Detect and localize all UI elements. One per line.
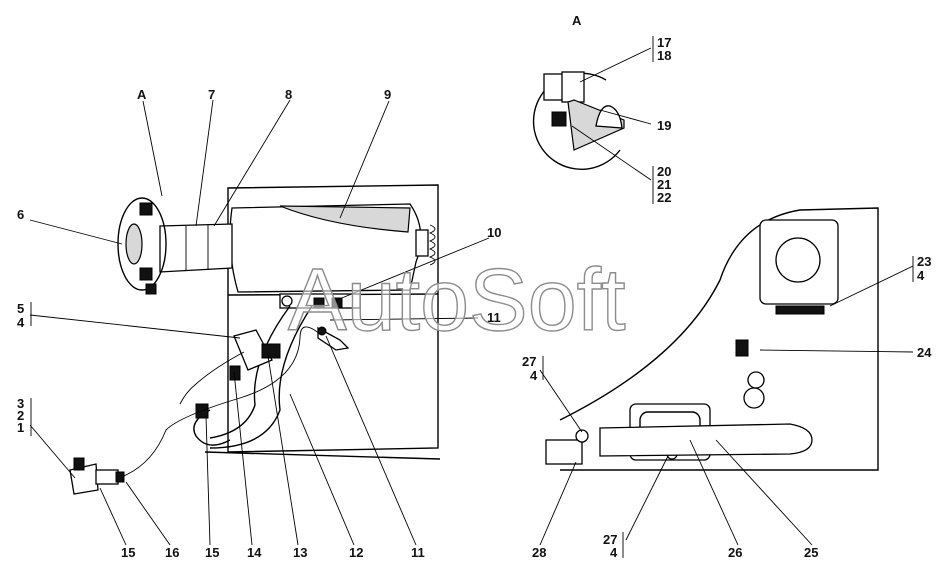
leader-28 [539, 461, 577, 546]
callout-23: 23 [917, 254, 931, 269]
callout-14: 14 [247, 545, 262, 560]
view-label-a-main: А [137, 87, 147, 102]
callout-15-right: 15 [205, 545, 219, 560]
flange-bolt-bottom [139, 267, 153, 281]
callout-27-lower: 27 [603, 532, 617, 547]
callout-9: 9 [384, 87, 391, 102]
view-label-a-detail: А [572, 13, 582, 28]
leader-19 [599, 109, 652, 125]
callout-4-right: 4 [917, 268, 925, 283]
outlet-pipe [599, 423, 813, 457]
pipe-end-clamp [545, 439, 583, 465]
housing-outline [227, 184, 439, 453]
leader-25 [715, 439, 813, 546]
callout-16: 16 [165, 545, 179, 560]
callout-2: 2 [17, 408, 24, 423]
leader-24 [759, 349, 914, 353]
leader-17-18 [579, 47, 652, 83]
callout-26: 26 [728, 545, 742, 560]
housing-base-line [204, 451, 441, 460]
callout-19: 19 [657, 118, 671, 133]
air-cleaner-cap [415, 229, 429, 257]
air-cleaner-shade [279, 205, 411, 233]
indicator-bracket [735, 339, 749, 357]
switch-wire [179, 351, 245, 405]
callout-11-lower: 11 [411, 545, 425, 560]
callout-5: 5 [17, 301, 24, 316]
callout-27-upper: 27 [522, 354, 536, 369]
leader-26 [689, 439, 739, 546]
sensor-nut [317, 326, 327, 336]
callout-25: 25 [804, 545, 818, 560]
callout-4-lower-pair: 4 [610, 545, 618, 560]
leader-27b [625, 455, 669, 541]
callout-6: 6 [17, 207, 24, 222]
harness-sleeve [95, 469, 119, 485]
sensor-harness [111, 326, 321, 481]
detail-clip [551, 111, 567, 127]
right-panel-outline [559, 207, 879, 471]
callout-20: 20 [657, 164, 671, 179]
callout-10: 10 [487, 225, 501, 240]
leader-23 [829, 265, 914, 307]
flange-bolt-top [139, 202, 153, 216]
right-assembly [539, 207, 914, 546]
cleaner-fins [428, 224, 436, 266]
indicator-lamp [743, 387, 765, 409]
filter-base [775, 305, 825, 315]
callout-13: 13 [293, 545, 307, 560]
clamp-bolt [575, 429, 589, 443]
callout-4-main: 4 [17, 315, 25, 330]
harness-connector-body [69, 463, 99, 495]
callout-labels: А А 7 8 9 6 10 5 4 11 3 2 1 15 16 15 14 … [17, 13, 932, 560]
harness-nut [115, 471, 125, 483]
callout-3: 3 [17, 396, 24, 411]
callout-15-left: 15 [121, 545, 135, 560]
leader-27a [539, 369, 583, 433]
bracket-bolt [313, 297, 325, 309]
detail-view-a [532, 47, 652, 181]
detail-grommet [595, 105, 623, 129]
intake-hose-outer [209, 305, 291, 439]
callout-21: 21 [657, 177, 671, 192]
indicator-knob [747, 371, 765, 389]
callout-8: 8 [285, 87, 292, 102]
leader-lines-main [29, 99, 490, 546]
watermark-text: AutoSoft [288, 250, 626, 349]
intake-flange-grille [125, 223, 143, 265]
bracket-bolt-2 [331, 297, 343, 309]
callout-12: 12 [349, 545, 363, 560]
callout-4-upper-pair: 4 [530, 368, 538, 383]
flange-bolt-lower [145, 283, 157, 295]
callout-22: 22 [657, 190, 671, 205]
inlet-pipe [159, 223, 233, 273]
callout-24: 24 [917, 345, 932, 360]
callout-bars [30, 36, 914, 558]
callout-28: 28 [532, 545, 546, 560]
callout-1: 1 [17, 420, 24, 435]
callout-17: 17 [657, 35, 671, 50]
bracket-hole [281, 295, 293, 307]
callout-7: 7 [208, 87, 215, 102]
detail-bolt-head [543, 73, 565, 101]
filter-cap [775, 237, 821, 283]
pressure-switch-connector [261, 343, 281, 359]
main-assembly [29, 99, 490, 546]
leader-20-22 [571, 125, 652, 181]
connector-latch [73, 457, 85, 471]
intake-flange-outline [117, 197, 167, 291]
callout-18: 18 [657, 48, 671, 63]
pressure-switch-body [233, 329, 273, 371]
detail-nut [561, 71, 585, 103]
callout-11-upper: 11 [487, 310, 501, 325]
